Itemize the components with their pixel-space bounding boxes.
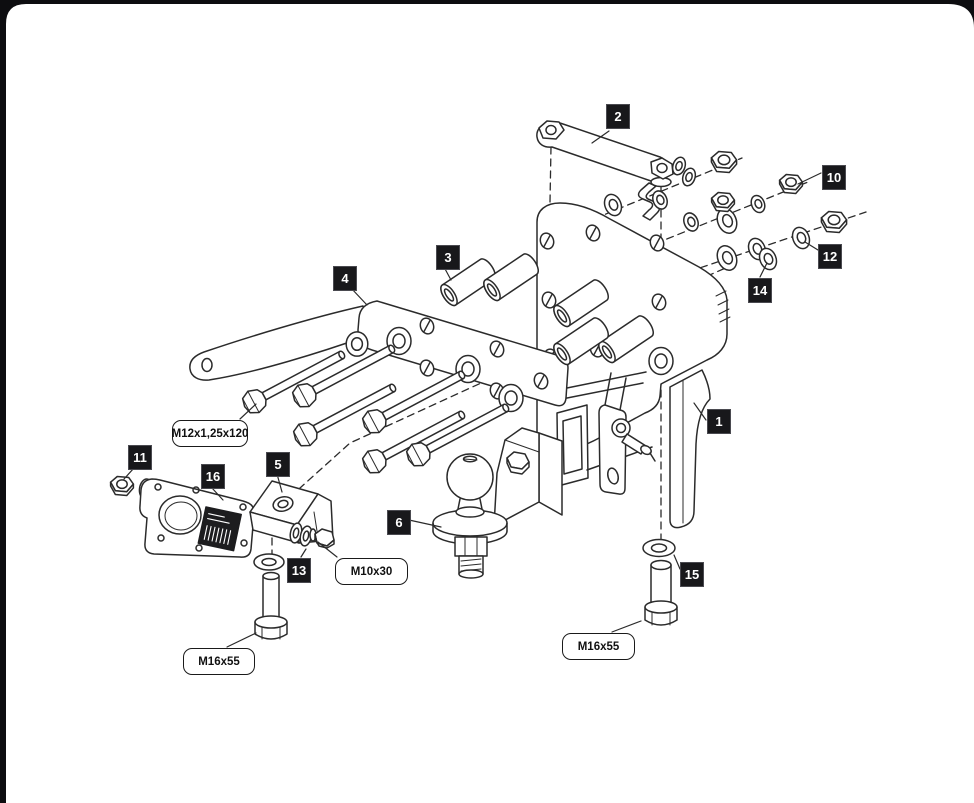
approval-sticker [198,507,241,551]
stabilizer-strap [537,121,698,220]
m16-bolt-left [254,554,287,639]
page-background [6,4,974,803]
m16-bolt-right [643,540,677,626]
m10-bolt-washers [289,522,334,548]
ball-mount [433,428,562,578]
socket-plate [109,475,255,558]
leader-lines [124,131,821,647]
